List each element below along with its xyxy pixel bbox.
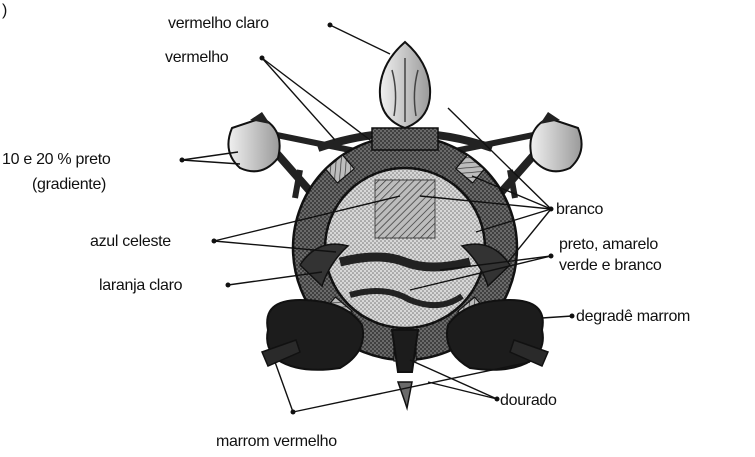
label-vermelho: vermelho <box>165 49 229 66</box>
label-azul-celeste: azul celeste <box>90 233 171 250</box>
label-branco: branco <box>556 201 604 218</box>
label-dourado: dourado <box>500 392 557 409</box>
label-marrom-vermelho: marrom vermelho <box>216 433 337 450</box>
leader-line <box>182 152 238 160</box>
label-degrade-marrom: degradê marrom <box>576 308 690 325</box>
medallion-tower <box>375 180 435 238</box>
sword-blade <box>398 382 412 408</box>
label-laranja-claro: laranja claro <box>99 277 183 294</box>
corner-mark: ) <box>2 2 7 19</box>
label-preto-gradiente-line2: (gradiente) <box>32 176 106 193</box>
leader-line <box>182 160 240 164</box>
leader-line <box>262 58 370 140</box>
label-preto-amarelo-line2: verde e branco <box>559 257 662 274</box>
leader-line <box>330 25 390 54</box>
label-vermelho-claro: vermelho claro <box>168 15 269 32</box>
leader-line <box>275 362 293 412</box>
center-wing <box>392 330 418 372</box>
label-preto-gradiente-line1: 10 e 20 % preto <box>2 151 111 168</box>
leader-line <box>428 382 497 399</box>
leader-line <box>542 316 572 318</box>
right-side-shield <box>530 118 581 171</box>
label-preto-amarelo-line1: preto, amarelo <box>559 236 658 253</box>
flame-base <box>372 128 438 150</box>
